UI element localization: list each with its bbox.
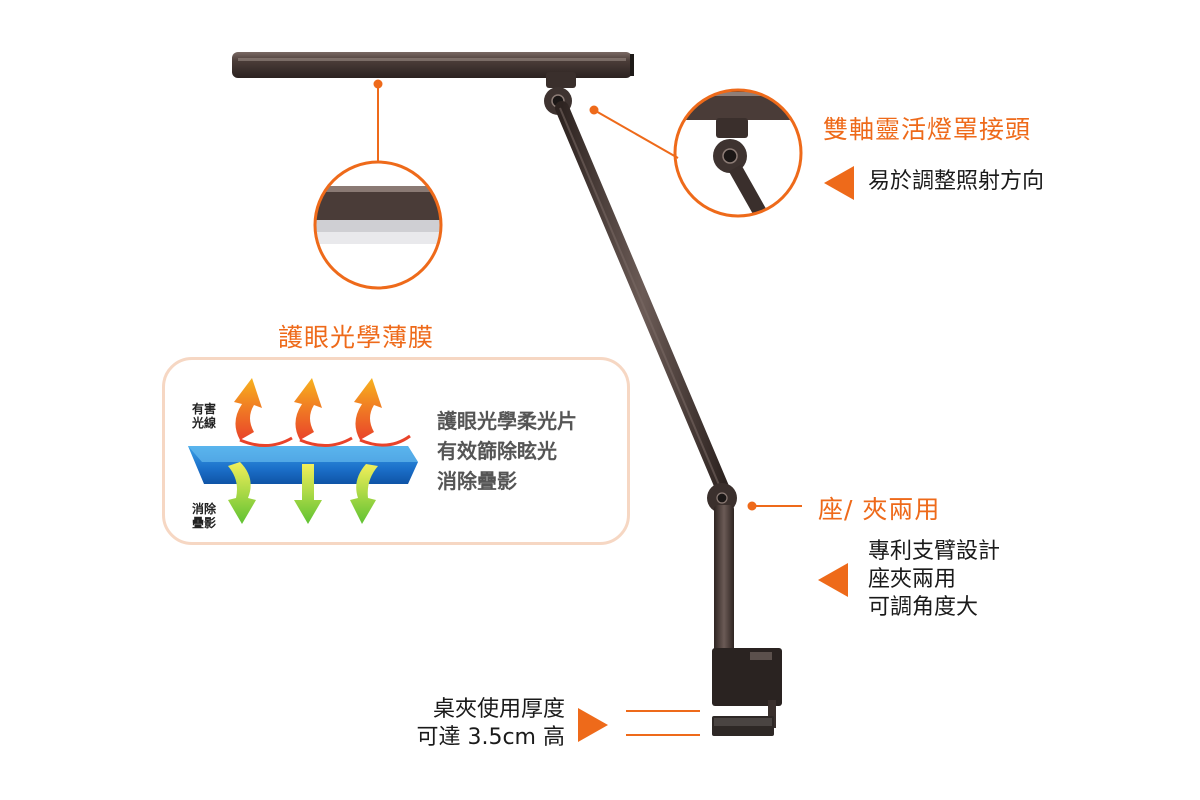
lower-arm <box>714 505 734 655</box>
clamp-desc-line-2: 可達 3.5cm 高 <box>416 725 565 750</box>
mount-desc-line-2: 座夾兩用 <box>868 567 957 592</box>
arrow-up-icon <box>234 378 411 447</box>
film-desc-line-3: 消除疊影 <box>437 469 517 493</box>
clamp-desc: 桌夾使用厚度 可達 3.5cm 高 <box>405 696 565 752</box>
zoom-circle-film <box>313 160 443 290</box>
film-title: 護眼光學薄膜 <box>278 323 435 352</box>
film-desc-line-1: 護眼光學柔光片 <box>437 409 577 433</box>
harmful-label-line-2: 光線 <box>192 416 217 430</box>
clamp-desc-line-1: 桌夾使用厚度 <box>432 697 565 722</box>
desk-clamp <box>712 648 782 736</box>
film-desc-line-2: 有效篩除眩光 <box>437 439 557 463</box>
zoom-circle-joint <box>673 88 803 218</box>
arrow-down-icon <box>228 462 378 524</box>
harmful-light-label: 有害 光線 <box>192 402 216 430</box>
remove-label-line-1: 消除 <box>192 502 217 516</box>
leader-lines <box>377 84 802 736</box>
mount-desc: 專利支臂設計 座夾兩用 可調角度大 <box>868 538 1000 622</box>
joint-desc: 易於調整照射方向 <box>868 169 1045 194</box>
triangle-left-icon <box>818 563 848 597</box>
harmful-label-line-1: 有害 <box>192 402 217 416</box>
triangle-right-icon <box>578 708 608 742</box>
mount-desc-line-3: 可調角度大 <box>868 595 979 620</box>
film-diagram <box>188 378 418 524</box>
remove-ghost-label: 消除 疊影 <box>192 502 216 530</box>
upper-arm <box>555 101 731 499</box>
mount-desc-line-1: 專利支臂設計 <box>868 539 1001 564</box>
joint-title: 雙軸靈活燈罩接頭 <box>823 115 1032 144</box>
lamp-head <box>232 52 634 78</box>
remove-label-line-2: 疊影 <box>192 516 217 530</box>
film-desc: 護眼光學柔光片 有效篩除眩光 消除疊影 <box>437 406 577 496</box>
mount-title: 座/ 夾兩用 <box>818 495 941 524</box>
triangle-left-icon <box>824 166 854 200</box>
